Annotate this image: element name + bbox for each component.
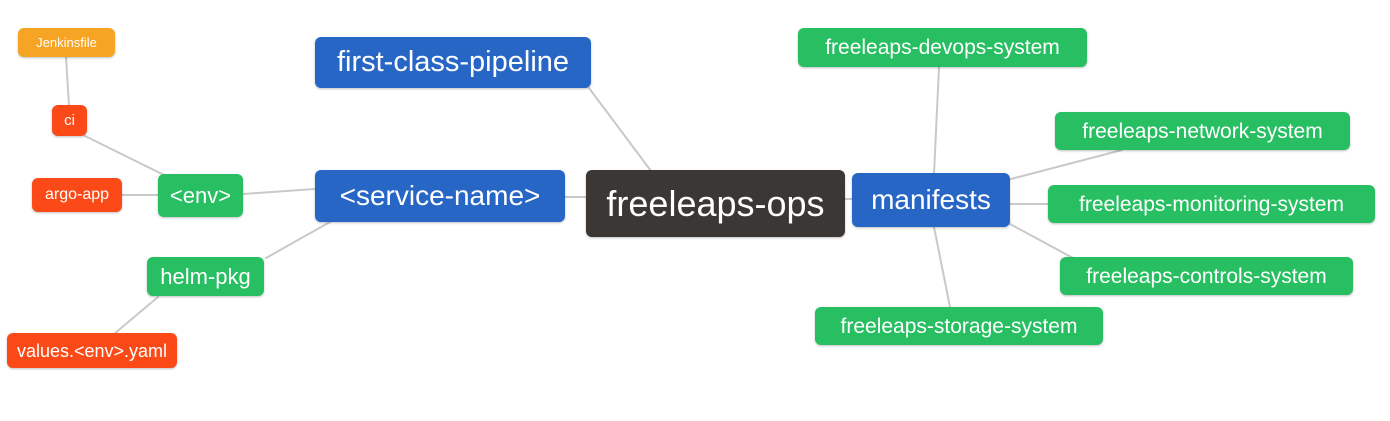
node-helm-pkg[interactable]: helm-pkg (147, 257, 264, 296)
edge-env-service-name (242, 188, 316, 195)
edge-manifests-controls-system (1009, 223, 1074, 259)
edge-values-env-yaml-helm-pkg (113, 296, 159, 335)
edge-helm-pkg-service-name (265, 221, 331, 259)
node-values-env-yaml[interactable]: values.<env>.yaml (7, 333, 177, 368)
node-freeleaps-network-system[interactable]: freeleaps-network-system (1055, 112, 1350, 150)
node-jenkinsfile[interactable]: Jenkinsfile (18, 28, 115, 57)
edge-manifests-storage-system (933, 226, 951, 308)
edge-ci-env (84, 135, 167, 177)
node-first-class-pipeline[interactable]: first-class-pipeline (315, 37, 591, 88)
edge-manifests-devops-system (933, 66, 940, 175)
node-freeleaps-controls-system[interactable]: freeleaps-controls-system (1060, 257, 1353, 295)
edge-first-class-pipeline-ops (588, 87, 652, 172)
node-env[interactable]: <env> (158, 174, 243, 217)
edge-manifests-network-system (1010, 149, 1123, 180)
node-argo-app[interactable]: argo-app (32, 178, 122, 212)
node-ci[interactable]: ci (52, 105, 87, 136)
node-manifests[interactable]: manifests (852, 173, 1010, 227)
node-freeleaps-ops[interactable]: freeleaps-ops (586, 170, 845, 237)
edge-jenkinsfile-ci (65, 56, 70, 107)
node-freeleaps-monitoring-system[interactable]: freeleaps-monitoring-system (1048, 185, 1375, 223)
node-service-name[interactable]: <service-name> (315, 170, 565, 222)
node-freeleaps-storage-system[interactable]: freeleaps-storage-system (815, 307, 1103, 345)
node-freeleaps-devops-system[interactable]: freeleaps-devops-system (798, 28, 1087, 67)
